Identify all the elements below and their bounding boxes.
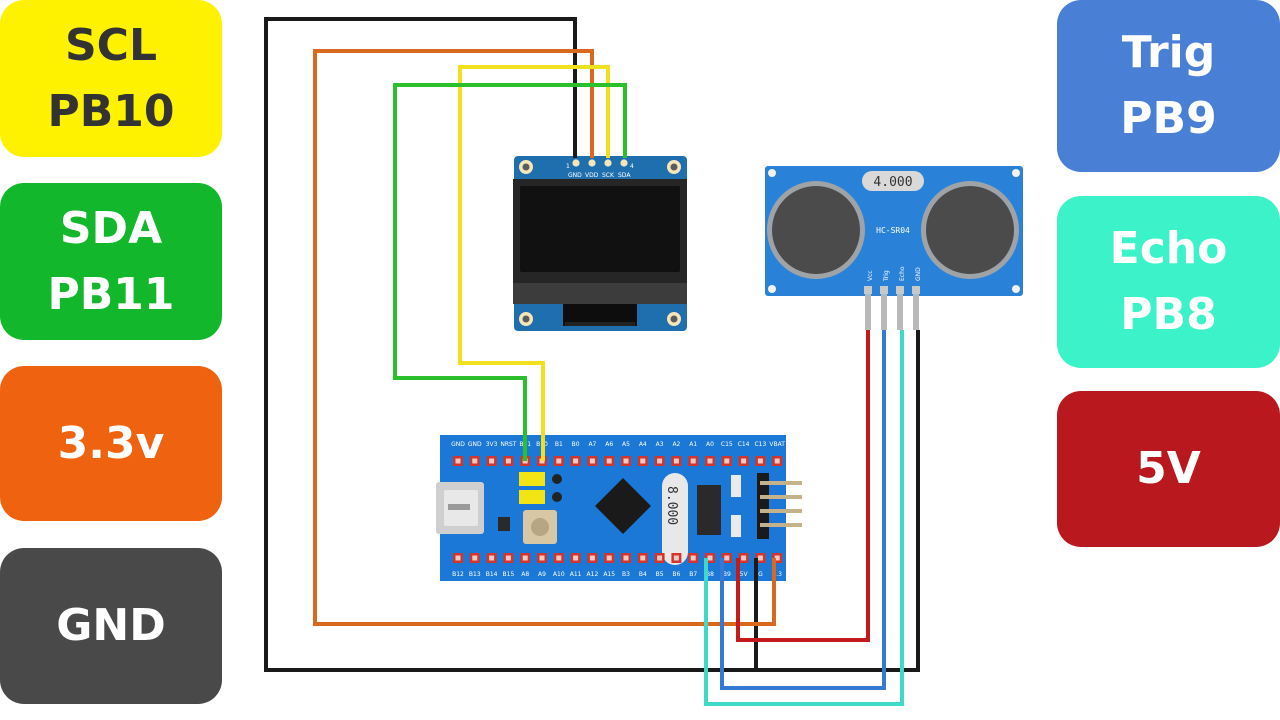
mcu-top-pin-label: C13 — [754, 441, 766, 448]
wire-trig — [720, 330, 886, 690]
mcu-bottom-pin-label: B6 — [672, 571, 680, 578]
mcu-bottom-header: B12 B13 B14 B15 A8 A9 A10 A11 A12 A15 B3 B4 B5 B6 B7 B8… — [452, 553, 783, 578]
mcu-bottom-pin-label: A9 — [538, 571, 546, 578]
mcu-bottom-pin-label: A11 — [570, 571, 582, 578]
sensor-pin-gnd: GND — [915, 267, 922, 281]
mcu-top-pin-label: B1 — [555, 441, 563, 448]
oled-ribbon — [563, 304, 637, 326]
mcu-bottom-pin-label: A12 — [587, 571, 599, 578]
mcu-bottom-pin-label: B8 — [706, 571, 714, 578]
mcu-bottom-pin-label: A8 — [521, 571, 529, 578]
mcu-top-pin-label: A2 — [672, 441, 680, 448]
oled-pin-gnd: GND — [568, 172, 582, 179]
mcu-top-pin-label: A7 — [588, 441, 596, 448]
mcu-chip — [595, 478, 651, 534]
v5-label-text: 5V — [1136, 443, 1201, 494]
mcu-top-pin-label: A3 — [656, 441, 664, 448]
mcu-bottom-pin-label: B13 — [469, 571, 481, 578]
v33-label-text: 3.3v — [57, 417, 165, 469]
mcu-top-pin-label: GND — [451, 441, 465, 448]
mcu-bottom-pin-label: B14 — [486, 571, 498, 578]
wire-scl — [458, 65, 610, 461]
mcu-top-pin-label: A6 — [605, 441, 613, 448]
sensor-crystal-label: 4.000 — [873, 175, 912, 190]
oled-display-module: 1 4 GND VDD SCK SDA — [513, 156, 687, 331]
wire-echo — [704, 330, 904, 706]
mcu-bottom-pin-label: G — [758, 571, 763, 578]
sensor-pin-trig: Trig — [883, 270, 890, 282]
mcu-top-pin-label: A0 — [706, 441, 714, 448]
swd-header — [757, 473, 769, 539]
mcu-bottom-pin-label: 3.3 — [772, 571, 782, 578]
mcu-bottom-pin-label: B5 — [656, 571, 664, 578]
power-5v-label: 5V — [1057, 391, 1280, 547]
mcu-top-pin-label: A4 — [639, 441, 647, 448]
mcu-bottom-pin-label: B12 — [452, 571, 464, 578]
mcu-bottom-pin-label: B15 — [503, 571, 515, 578]
sda-pin-text: PB11 — [47, 268, 175, 320]
mcu-top-pin-label: B0 — [572, 441, 580, 448]
sda-label-text: SDA — [59, 202, 163, 254]
mcu-bottom-pin-label: A10 — [553, 571, 565, 578]
sensor-pin-echo: Echo — [899, 266, 906, 281]
scl-pin-text: PB10 — [47, 85, 175, 137]
oled-screen — [520, 186, 680, 272]
trig-pb9-label: Trig PB9 — [1057, 0, 1280, 172]
power-3v3-label: 3.3v — [0, 366, 222, 521]
mcu-top-pin-label: C14 — [738, 441, 750, 448]
trig-label-text: Trig — [1121, 27, 1216, 78]
trig-pin-text: PB9 — [1120, 93, 1217, 144]
sensor-pin-vcc: Vcc — [867, 270, 874, 281]
echo-pb8-label: Echo PB8 — [1057, 196, 1280, 368]
wire-gnd-oled — [264, 17, 920, 672]
mcu-bottom-pin-label: B9 — [723, 571, 731, 578]
oled-pin-vdd: VDD — [585, 172, 599, 179]
ground-label: GND — [0, 548, 222, 704]
mcu-top-pin-label: GND — [468, 441, 482, 448]
ultrasonic-sensor-module: 4.000 HC-SR04 Vcc Trig Echo GND — [765, 166, 1023, 330]
gnd-label-text: GND — [56, 600, 166, 651]
mcu-crystal — [662, 473, 688, 565]
oled-pin-sck: SCK — [602, 172, 615, 179]
sda-pb11-label: SDA PB11 — [0, 183, 222, 340]
mcu-top-pin-label: NRST — [500, 441, 516, 448]
mcu-top-pin-label: VBAT — [769, 441, 785, 448]
mcu-bottom-pin-label: B7 — [689, 571, 697, 578]
mcu-bottom-pin-label: B3 — [622, 571, 630, 578]
sensor-crystal — [862, 171, 924, 191]
oled-pin-index-1: 1 — [566, 163, 570, 170]
mcu-bottom-pin-label: A15 — [603, 571, 615, 578]
scl-pb10-label: SCL PB10 — [0, 0, 222, 157]
mcu-top-pin-label: C15 — [721, 441, 733, 448]
mcu-bottom-pin-label: B4 — [639, 571, 647, 578]
echo-label-text: Echo — [1109, 223, 1228, 274]
wire-sda — [393, 83, 627, 461]
wire-5v — [736, 330, 870, 642]
mcu-top-pin-label: A5 — [622, 441, 630, 448]
mcu-top-pin-label: 3V3 — [486, 441, 498, 448]
mcu-crystal-label: 8.000 — [664, 486, 679, 525]
sensor-model-label: HC-SR04 — [876, 226, 910, 235]
mcu-bottom-pin-label: 5V — [740, 571, 749, 578]
mcu-top-pin-label: A1 — [689, 441, 697, 448]
echo-pin-text: PB8 — [1120, 289, 1217, 340]
oled-pin-sda: SDA — [618, 172, 631, 179]
scl-label-text: SCL — [64, 19, 158, 71]
oled-pin-index-4: 4 — [630, 163, 634, 170]
